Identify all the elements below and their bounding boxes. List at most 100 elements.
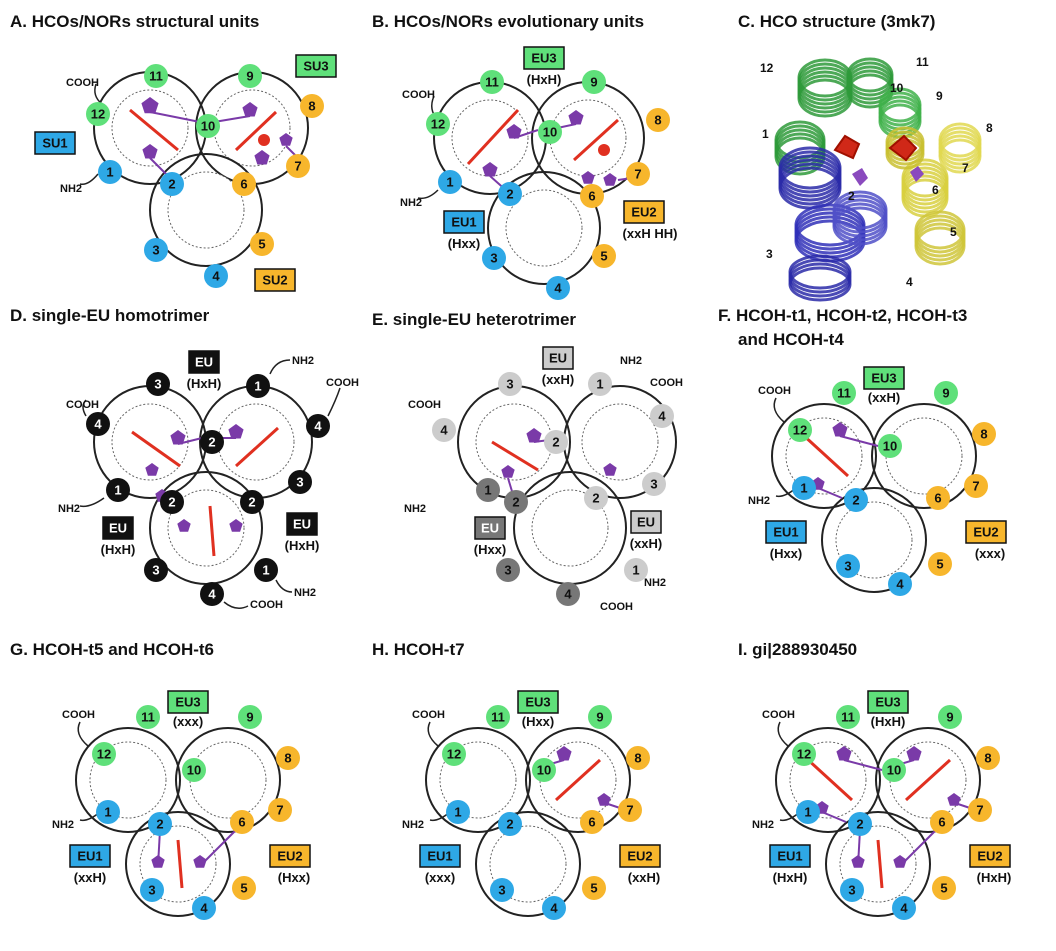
helix-circle [926, 486, 950, 510]
cooh-tail [327, 387, 341, 417]
eu3-text: EU3 [175, 695, 200, 710]
helix-circle [160, 490, 184, 514]
helix-label: 4 [94, 417, 102, 432]
eu1-box [69, 844, 111, 868]
heme-structure [888, 134, 918, 162]
cooh-label: COOH [66, 399, 99, 411]
nh2-label: NH2 [752, 819, 774, 831]
structure-helix-label: 3 [766, 247, 773, 261]
helix-circle [892, 896, 916, 920]
helix-label: 6 [934, 491, 941, 506]
ligand-pentagon [177, 519, 191, 532]
eu-top-text: EU [195, 355, 213, 370]
helix-circle [192, 896, 216, 920]
helix-label: 3 [498, 883, 505, 898]
eu3-box [523, 46, 565, 70]
domain-ring [487, 171, 601, 285]
helix-label: 4 [212, 269, 220, 284]
helix-label: 11 [149, 69, 163, 84]
panel-title-h: H. HCOH-t7 [372, 640, 465, 659]
helix-label: 5 [240, 881, 247, 896]
eu3-box [863, 366, 905, 390]
helix-circle [446, 800, 470, 824]
cooh-tail [82, 399, 87, 417]
eu3-box [517, 690, 559, 714]
helix-label: 12 [91, 107, 105, 122]
eu-top-box [188, 350, 220, 374]
domain-ring [825, 811, 931, 917]
panel-d: 123423412341COOHNH2COOHNH2NH2COOHEU(HxH)… [58, 350, 359, 611]
eu-right-text: EU [637, 515, 655, 530]
helix-label: 11 [485, 75, 499, 90]
eu-right-box [630, 510, 662, 534]
helix-circle [146, 372, 170, 396]
domain-ring [771, 403, 877, 509]
nh2-label: NH2 [52, 819, 74, 831]
domain-ring [175, 727, 281, 833]
helix-circle [588, 372, 612, 396]
eu3-sub: (xxH) [868, 390, 901, 405]
helix-circle [498, 812, 522, 836]
helix-circle [490, 878, 514, 902]
eu3-text: EU3 [531, 51, 556, 66]
eu2-text: EU2 [631, 205, 656, 220]
helix-circle [792, 476, 816, 500]
eu1-box [765, 520, 807, 544]
heme-line [466, 108, 520, 166]
eu3-sub: (HxH) [871, 714, 906, 729]
structure-helix-label: 5 [950, 225, 957, 239]
cooh-label: COOH [412, 709, 445, 721]
nh2-label: NH2 [294, 587, 316, 599]
trimer-panel-i: COOHNH2123456789101112EU3(HxH)EU1(HxH)EU… [752, 690, 1011, 920]
helix-circle [182, 758, 206, 782]
helix-circle [626, 162, 650, 186]
nh2-label: NH2 [60, 183, 82, 195]
domain-ring [425, 727, 531, 833]
cooh-label: COOH [250, 599, 283, 611]
helix-label: 2 [512, 495, 519, 510]
eu2-text: EU2 [277, 849, 302, 864]
helix-circle [288, 470, 312, 494]
helix-label: 2 [552, 435, 559, 450]
heme-line [491, 440, 539, 472]
helix-circle [432, 418, 456, 442]
panel-title-d: D. single-EU homotrimer [10, 306, 210, 325]
ligand-pentagon [501, 465, 515, 478]
eu3-box [867, 690, 909, 714]
helix-label: 7 [972, 479, 979, 494]
cooh-label: COOH [326, 377, 359, 389]
helix-label: 7 [634, 167, 641, 182]
ligand-pentagon [254, 150, 270, 165]
nh2-label: NH2 [404, 503, 426, 515]
ligand-pentagon [193, 855, 207, 868]
eu1-sub: (Hxx) [448, 236, 481, 251]
ligand-pentagon [906, 746, 922, 761]
helix-label: 6 [240, 177, 247, 192]
helix-label: 7 [276, 803, 283, 818]
helix-label: 2 [168, 495, 175, 510]
helix-circle [556, 582, 580, 606]
helix-circle [196, 114, 220, 138]
trimer-panel-g: COOHNH2123456789101112EU3(xxx)EU1(xxH)EU… [52, 690, 311, 920]
heme-line [554, 758, 602, 802]
nh2-label: NH2 [58, 503, 80, 515]
helix-label: 9 [946, 710, 953, 725]
nh2-tail [275, 579, 293, 593]
helix-circle [788, 418, 812, 442]
helix-label: 9 [590, 75, 597, 90]
helix-circle [848, 812, 872, 836]
ligand-pentagon [603, 463, 617, 476]
helix-circle [160, 172, 184, 196]
helix-label: 2 [856, 817, 863, 832]
eu-left-box [474, 516, 506, 540]
helix-label: 5 [600, 249, 607, 264]
helix-circle [968, 798, 992, 822]
panel-title-i: I. gi|288930450 [738, 640, 858, 659]
helix-label: 2 [156, 817, 163, 832]
eu-left-text: EU [481, 521, 499, 536]
structure-helix-label: 10 [890, 81, 904, 95]
eu1-text: EU1 [777, 849, 802, 864]
inner-dashed-circle [167, 489, 245, 567]
nh2-tail [79, 173, 99, 186]
heme-iron [258, 134, 270, 146]
